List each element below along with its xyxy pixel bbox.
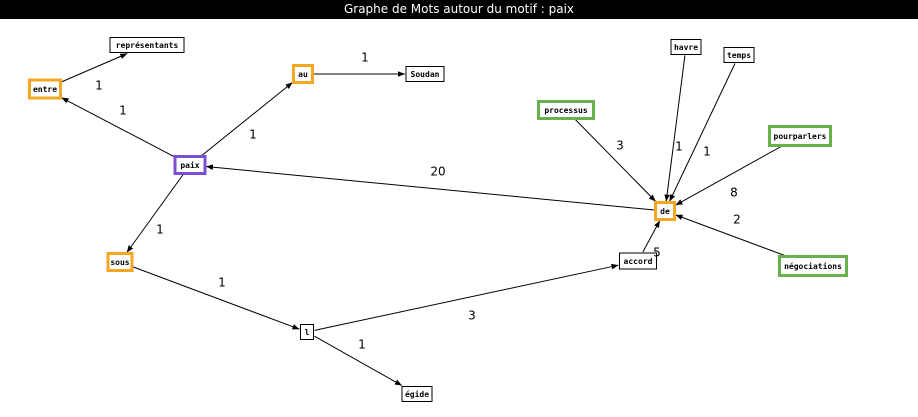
edge-weight-paix-sous: 1	[156, 223, 164, 237]
node-box-egide	[401, 386, 433, 402]
node-label-de: de	[660, 207, 670, 216]
node-box-paix	[173, 155, 207, 175]
edge-de-paix	[205, 164, 655, 211]
node-paix[interactable]: paix	[173, 155, 207, 175]
edge-processus-de	[574, 119, 657, 202]
edge-weight-entre-representants: 1	[95, 79, 103, 93]
edge-weight-sous-l: 1	[218, 276, 226, 290]
node-box-accord	[619, 252, 657, 270]
edge-temps-de	[669, 63, 736, 202]
node-box-soudan	[405, 66, 445, 82]
node-box-de	[654, 201, 676, 221]
edge-weight-accord-de: 5	[653, 246, 661, 260]
edge-weight-paix-entre: 1	[119, 104, 127, 118]
node-egide[interactable]: égide	[401, 386, 433, 402]
edge-l-accord	[314, 263, 619, 331]
node-temps[interactable]: temps	[723, 47, 755, 63]
edge-weight-pourparlers-de: 8	[730, 186, 738, 200]
node-processus[interactable]: processus	[537, 100, 595, 120]
node-label-paix: paix	[180, 160, 199, 170]
edge-accord-de	[642, 220, 661, 253]
node-label-processus: processus	[544, 106, 588, 115]
edge-negociations-de	[675, 214, 785, 256]
node-box-temps	[723, 47, 755, 63]
graph-title: Graphe de Mots autour du motif : paix	[0, 0, 918, 19]
node-box-processus	[537, 100, 595, 120]
weights-layer: 1 1 1 1 20 1 1 1 3 5 3 1 1 8 2	[95, 51, 741, 352]
node-label-accord: accord	[624, 257, 653, 266]
node-label-temps: temps	[727, 51, 751, 60]
node-label-egide: égide	[405, 389, 429, 399]
node-label-entre: entre	[33, 85, 57, 94]
node-label-soudan: Soudan	[411, 70, 440, 79]
edge-weight-de-paix: 20	[430, 165, 445, 179]
node-entre[interactable]: entre	[28, 78, 62, 100]
node-l[interactable]: l	[300, 324, 314, 340]
node-accord[interactable]: accord	[619, 252, 657, 270]
edge-weight-processus-de: 3	[616, 139, 624, 153]
node-box-pourparlers	[768, 125, 832, 147]
edge-sous-l	[132, 266, 300, 330]
edge-weight-havre-de: 1	[675, 140, 683, 154]
node-pourparlers[interactable]: pourparlers	[768, 125, 832, 147]
edge-pourparlers-de	[675, 146, 782, 206]
node-label-sous: sous	[110, 258, 129, 267]
node-sous[interactable]: sous	[106, 252, 134, 272]
node-box-l	[300, 324, 314, 340]
node-negociations[interactable]: négociations	[778, 255, 848, 277]
node-label-representants: représentants	[116, 40, 179, 50]
node-box-havre	[670, 39, 702, 55]
edge-weight-paix-au: 1	[249, 128, 257, 142]
node-label-havre: havre	[674, 43, 698, 52]
node-havre[interactable]: havre	[670, 39, 702, 55]
node-box-sous	[106, 252, 134, 272]
node-label-au: au	[298, 70, 308, 79]
node-label-negociations: négociations	[784, 261, 842, 271]
node-au[interactable]: au	[292, 64, 314, 84]
node-soudan[interactable]: Soudan	[405, 66, 445, 82]
edge-l-egide	[314, 335, 403, 386]
edge-weight-l-egide: 1	[358, 338, 366, 352]
node-box-negociations	[778, 255, 848, 277]
edge-weight-temps-de: 1	[703, 145, 711, 159]
node-label-pourparlers: pourparlers	[774, 132, 827, 141]
nodes-layer: paix entre représentants au Soudan sous l égide…	[28, 37, 848, 402]
edge-paix-entre	[61, 97, 175, 158]
edge-weight-negociations-de: 2	[733, 213, 741, 227]
node-box-entre	[28, 78, 62, 100]
edge-weight-au-soudan: 1	[361, 51, 369, 65]
edge-paix-au	[201, 82, 293, 156]
edge-weight-l-accord: 3	[468, 309, 476, 323]
edge-paix-sous	[126, 174, 184, 253]
edge-havre-de	[664, 55, 686, 202]
edge-entre-representants	[61, 53, 128, 83]
node-label-l: l	[305, 328, 310, 337]
node-box-representants	[109, 37, 185, 53]
node-de[interactable]: de	[654, 201, 676, 221]
edges-layer	[61, 53, 785, 386]
node-box-au	[292, 64, 314, 84]
node-representants[interactable]: représentants	[109, 37, 185, 53]
